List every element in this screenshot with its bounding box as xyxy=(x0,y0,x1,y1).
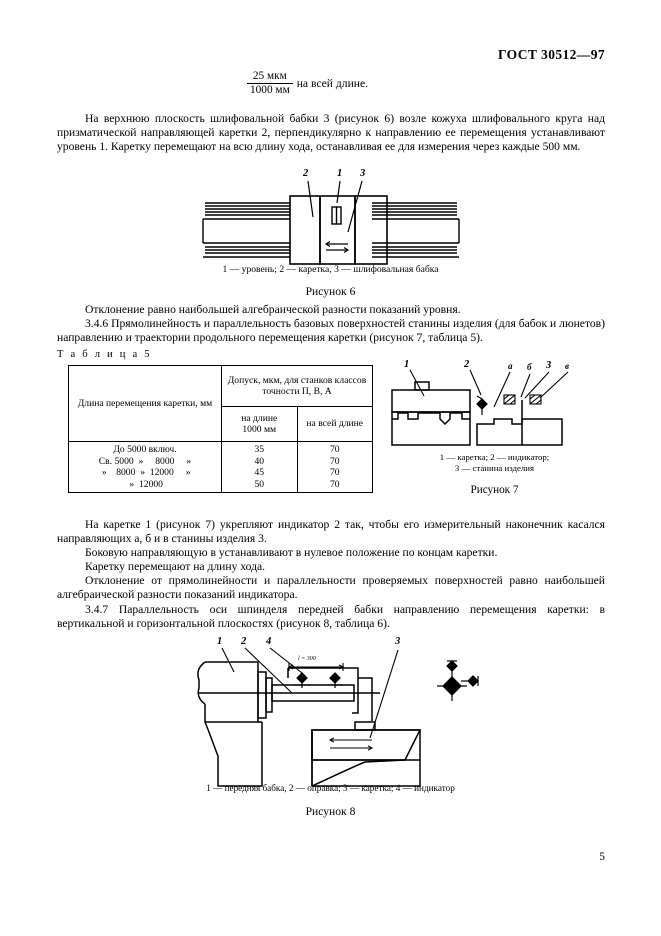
table-cell-length-1: Св. 5000 » 8000 » xyxy=(98,455,192,467)
paragraph-1: На верхнюю плоскость шлифовальной бабки … xyxy=(57,112,605,154)
table-header-sub-full: на всей длине xyxy=(296,406,373,442)
table-row-header-2: на длине 1000 мм на всей длине xyxy=(69,406,373,442)
figure-6-label-2: 2 xyxy=(303,168,309,179)
figure-7-drawing xyxy=(391,369,569,446)
fraction-numerator: 25 мкм xyxy=(252,70,287,82)
figure-7-caption-line1: 1 — каретка; 2 — индикатор; xyxy=(439,452,550,462)
figure-8-label-4: 4 xyxy=(266,636,272,647)
paragraph-2: Отклонение равно наибольшей алгебраическ… xyxy=(85,303,461,316)
figure-6-drawing xyxy=(202,180,460,265)
figure-7-label-1: 1 xyxy=(404,359,410,370)
table-cell-tol-full-0: 70 xyxy=(329,444,340,455)
table-header-sub-1000mm-line2: 1000 мм xyxy=(242,424,277,435)
table-cell-tol-1000-3: 50 xyxy=(254,478,265,490)
figure-8-dimension: l = 300 xyxy=(298,656,316,662)
table-row-header-1: Длина перемещения каретки, мм Допуск, мк… xyxy=(68,365,373,442)
table-cell-length-0: До 5000 включ. xyxy=(113,444,177,455)
table-header-length: Длина перемещения каретки, мм xyxy=(68,365,222,442)
paragraph-5: Боковую направляющую в устанавливают в н… xyxy=(85,546,498,560)
figure-7-name: Рисунок 7 xyxy=(470,484,519,496)
figure-7-label-v: в xyxy=(565,361,570,371)
table-cell-tol-full-2: 70 xyxy=(329,467,340,478)
paragraph-4: На каретке 1 (рисунок 7) укрепляют индик… xyxy=(57,518,605,546)
figure-8-caption: 1 — передняя бабка, 2 — оправка; 3 — кар… xyxy=(206,783,455,793)
figure-7-label-2: 2 xyxy=(464,359,470,370)
figure-8-label-1: 1 xyxy=(217,636,223,647)
standard-header: ГОСТ 30512—97 xyxy=(498,47,605,62)
page-number: 5 xyxy=(599,851,605,863)
paragraph-7: Отклонение от прямолинейности и параллел… xyxy=(57,574,605,602)
fraction-tail: на всей длине. xyxy=(296,77,369,90)
table-cell-tol-1000: 35 40 45 50 xyxy=(221,441,298,493)
figure-8-drawing xyxy=(197,647,479,787)
paragraph-6: Каретку перемещают на длину хода. xyxy=(85,560,266,574)
table-cell-length-2: » 8000 » 12000 » xyxy=(99,467,191,478)
section-347-text: На каретке 1 (рисунок 7) укрепляют индик… xyxy=(57,518,605,631)
fraction-line: 25 мкм 1000 мм на всей длине. xyxy=(57,70,605,112)
table-cell-tol-1000-1: 40 xyxy=(254,455,265,467)
table-cell-tol-full-3: 70 xyxy=(329,478,340,490)
body-content: 25 мкм 1000 мм на всей длине. На верхнюю… xyxy=(57,70,605,154)
table-5-title: Т а б л и ц а 5 xyxy=(57,349,152,360)
figure-6-label-1: 1 xyxy=(337,168,343,179)
table-5: Длина перемещения каретки, мм Допуск, мк… xyxy=(68,365,373,493)
figure-6: 2 1 3 1 — уровень; 2 — каретка, 3 — шлиф… xyxy=(0,168,661,313)
figure-6-name: Рисунок 6 xyxy=(305,285,356,298)
table-header-sub-1000mm-line1: на длине xyxy=(241,412,278,424)
table-cell-lengths: До 5000 включ. Св. 5000 » 8000 » » 8000 … xyxy=(68,441,222,493)
table-header-tolerance: Допуск, мкм, для станков классов точност… xyxy=(221,365,373,407)
paragraph-3: 3.4.6 Прямолинейность и параллельность б… xyxy=(57,317,605,345)
table-header-sub-1000mm: на длине 1000 мм xyxy=(221,406,298,442)
figure-7-caption-line2: 3 — станина изделия xyxy=(454,463,535,473)
figure-7-label-b: б xyxy=(527,362,532,372)
table-cell-tol-full: 70 70 70 70 xyxy=(296,441,373,493)
table-cell-length-3: » 12000 xyxy=(127,478,163,490)
figure-6-label-3: 3 xyxy=(360,168,366,179)
figure-8-name: Рисунок 8 xyxy=(305,805,356,818)
figure-7: 1 2 а б 3 в xyxy=(382,359,607,522)
figure-6-caption: 1 — уровень; 2 — каретка, 3 — шлифовальн… xyxy=(222,264,439,275)
table-cell-tol-1000-0: 35 xyxy=(254,444,265,455)
figure-7-label-a: а xyxy=(508,361,513,371)
figure-7-caption: 1 — каретка; 2 — индикатор; 3 — станина … xyxy=(382,452,607,474)
figure-8-label-3: 3 xyxy=(395,636,401,647)
section-346-text: Отклонение равно наибольшей алгебраическ… xyxy=(57,303,605,345)
fraction: 25 мкм 1000 мм xyxy=(247,70,293,97)
figure-7-label-3: 3 xyxy=(546,360,552,371)
table-cell-tol-1000-2: 45 xyxy=(254,467,265,478)
table-row-data: До 5000 включ. Св. 5000 » 8000 » » 8000 … xyxy=(68,441,373,493)
figure-8-label-2: 2 xyxy=(241,636,247,647)
paragraph-8: 3.4.7 Параллельность оси шпинделя передн… xyxy=(57,602,605,630)
table-cell-tol-full-1: 70 xyxy=(329,455,340,467)
figure-8: 1 2 4 3 l = 300 1 — передняя бабка, 2 — … xyxy=(0,636,661,818)
fraction-denominator: 1000 мм xyxy=(247,83,293,97)
